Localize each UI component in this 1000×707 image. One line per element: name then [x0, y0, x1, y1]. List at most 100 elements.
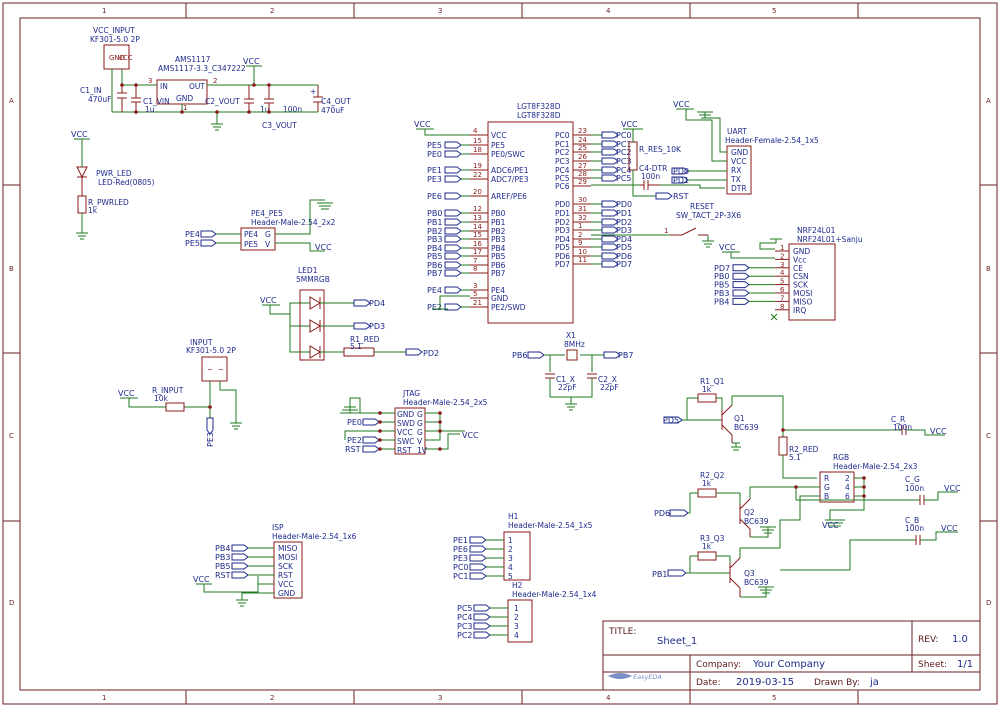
nrf-pin-label: CSN	[793, 272, 809, 281]
mcu-pin-label: PD3	[555, 226, 570, 235]
net-pd3: PD3	[369, 322, 385, 331]
net-pd5: PD5	[663, 416, 679, 425]
h2-header[interactable]	[507, 599, 533, 643]
net-rst: RST	[215, 571, 231, 580]
q2-transistor[interactable]	[739, 498, 751, 537]
net-tag	[601, 218, 619, 226]
mcu-pin-label: PB3	[491, 235, 506, 244]
input-section: INPUT KF301-5.0 2P ~ ~ VCC R_INPUT 10k P…	[118, 338, 242, 447]
net-pd0: PD0	[673, 167, 689, 176]
mcu-pin-label: AREF/PE6	[491, 192, 527, 201]
mcu-pin-label: VCC	[491, 131, 507, 140]
net-tag	[444, 252, 462, 260]
q1-transistor[interactable]	[721, 404, 733, 443]
c-g-name: C_G	[905, 475, 920, 484]
net-tag	[444, 192, 462, 200]
jtag-pin: G	[417, 410, 423, 419]
regulator-part2: AMS1117-3.3_C347222	[158, 64, 246, 73]
svg-text:+: +	[310, 87, 316, 96]
r2-red[interactable]	[778, 436, 788, 456]
jtag-pin: V	[417, 437, 423, 446]
r2-q2-value: 1k	[702, 479, 712, 488]
mcu-pin-label: ADC6/PE1	[491, 166, 529, 175]
pwr-led-section: VCC PWR_LED LED-Red(0805) R_PWRLED 1k	[71, 130, 155, 240]
mcu-pin-number: 22	[473, 171, 482, 179]
mcu-pin-label: PB0	[491, 209, 506, 218]
isp-header[interactable]	[273, 541, 303, 599]
x1-crystal[interactable]	[566, 349, 578, 361]
net-pe3: PE3	[206, 432, 215, 447]
isp-pin: VCC	[278, 580, 294, 589]
h1-header[interactable]	[503, 531, 531, 581]
net-pb4: PB4	[215, 544, 230, 553]
col-label: 2	[270, 694, 274, 702]
row-label: B	[9, 265, 14, 273]
mcu-pin-number: 14	[473, 223, 482, 231]
mcu-pin-number: 25	[578, 144, 587, 152]
net-tag	[473, 631, 491, 639]
nrf-net-label: PB0	[714, 272, 729, 281]
net-tag	[405, 348, 423, 356]
mcu-pin-number: 27	[578, 162, 587, 170]
r-pwrled-value: 1k	[88, 206, 98, 215]
mcu-name: LGT8F328D	[517, 111, 561, 120]
isp-pin: SCK	[278, 562, 294, 571]
mcu-net-label: PE3	[427, 175, 442, 184]
mcu-pin-label: PB6	[491, 261, 506, 270]
r3-q3[interactable]	[697, 551, 717, 561]
uart-header[interactable]	[726, 145, 752, 195]
r-pwrled[interactable]	[77, 195, 87, 214]
nrf-pin-number: 6	[780, 286, 785, 294]
input-connector[interactable]	[201, 356, 228, 382]
company-label: Company:	[696, 660, 741, 670]
mcu-net-label: PC2	[616, 148, 632, 157]
net-pe2: PE2	[347, 436, 362, 445]
net-tag	[444, 286, 462, 294]
mcu-pin-label: PC1	[555, 140, 570, 149]
regulator-out: OUT	[189, 82, 205, 91]
uart-name: UART	[727, 127, 747, 136]
mcu-net-label: PB2	[427, 227, 442, 236]
mcu-pin-label: PD7	[555, 260, 570, 269]
jtag-pin: SWD	[397, 419, 415, 428]
net-tag	[444, 244, 462, 252]
col-label: 2	[270, 7, 274, 15]
isp-pin: GND	[278, 589, 295, 598]
r2-q2[interactable]	[697, 488, 717, 498]
nrf-name: NRF24L01	[797, 226, 836, 235]
mcu-pin-number: 12	[473, 205, 482, 213]
vcc-input-connector[interactable]	[103, 44, 130, 70]
net-tag	[444, 166, 462, 174]
input-name: INPUT	[190, 338, 213, 347]
q3-transistor[interactable]	[729, 557, 741, 597]
net-pd1: PD1	[673, 176, 689, 185]
q2-name: Q2	[744, 508, 755, 517]
mcu-pin-label: PD5	[555, 243, 570, 252]
mcu-pin-number: 7	[473, 257, 477, 265]
net-tag	[362, 445, 380, 453]
jtag-pin: G	[417, 428, 423, 437]
input-pin: ~	[207, 366, 213, 374]
net-pb6: PB6	[512, 351, 527, 360]
r-input[interactable]	[165, 402, 185, 412]
r2-red-name: R2_RED	[789, 445, 819, 454]
mcu-net-label: PD7	[616, 260, 632, 269]
vcc-input-pin2: VCC	[118, 54, 133, 62]
nrf-module[interactable]	[788, 243, 836, 321]
h1-net-label: PE3	[453, 554, 468, 563]
reset-switch[interactable]	[670, 227, 708, 236]
c-g-value: 100n	[905, 484, 924, 493]
jtag-pin: RST	[397, 446, 412, 455]
h2-net-label: PC2	[457, 631, 473, 640]
vcc-net-label: VCC	[315, 243, 332, 252]
r1-q1[interactable]	[697, 393, 717, 403]
sheet-value: 1/1	[957, 659, 973, 670]
mcu-pin-number: 28	[578, 170, 587, 178]
row-label: D	[9, 599, 14, 607]
pe4-pe5-pin: PE5	[244, 240, 258, 249]
pe4-pe5-header[interactable]	[240, 227, 276, 251]
vcc-net-label: VCC	[930, 427, 947, 436]
net-pe4: PE4	[185, 230, 200, 239]
pe4-pe5-part: Header-Male-2.54_2x2	[251, 218, 336, 227]
net-tag	[362, 418, 380, 426]
